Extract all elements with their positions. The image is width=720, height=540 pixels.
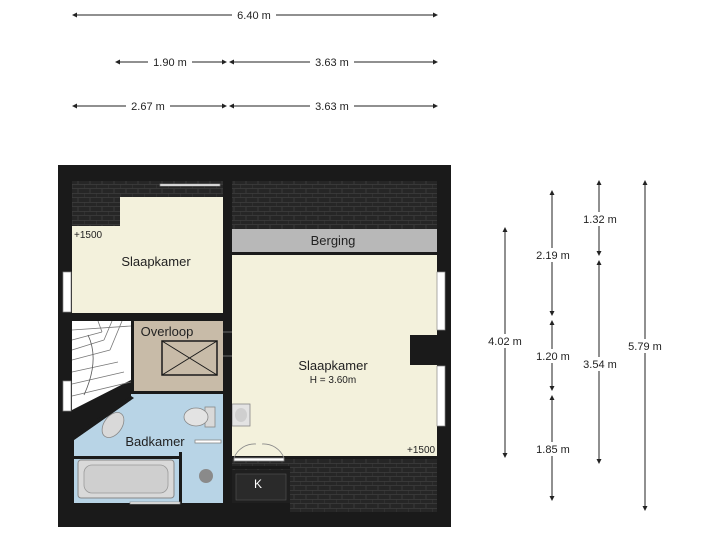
room-slaapkamer-main: [232, 255, 437, 458]
windows: [62, 183, 446, 505]
shower-drain-icon: [199, 469, 213, 483]
dim-top-row2-right: 3.63 m: [315, 57, 349, 69]
hatch-icon: [161, 340, 218, 376]
dim-top-row2-left: 1.90 m: [153, 57, 187, 69]
dim-side-b-top: 2.19 m: [536, 250, 570, 262]
toilet-icon: [183, 406, 216, 428]
label-closet: K: [254, 477, 262, 491]
room-slaapkamer-left: [72, 197, 223, 313]
roof-area-top-left: [72, 181, 120, 226]
dim-side-a: 4.02 m: [488, 336, 522, 348]
dim-side-c-top: 1.32 m: [583, 214, 617, 226]
interior-walls: [72, 181, 437, 512]
label-overloop: Overloop: [141, 324, 194, 339]
top-dimensions: [72, 12, 438, 109]
dim-top-total: 6.40 m: [237, 10, 271, 22]
label-berging: Berging: [311, 233, 356, 248]
stairs: [71, 320, 132, 410]
label-badkamer: Badkamer: [125, 434, 185, 449]
dim-top-row3-right: 3.63 m: [315, 101, 349, 113]
level-marker-left: +1500: [74, 230, 103, 241]
label-height: H = 3.60m: [310, 375, 356, 386]
dim-side-c-bottom: 3.54 m: [583, 359, 617, 371]
bathroom-sink-icon: [101, 412, 125, 438]
bedroom-sink-icon: [231, 403, 251, 427]
roof-area-top-right: [232, 181, 437, 229]
label-slaapkamer-main: Slaapkamer: [298, 358, 368, 373]
dim-side-b-mid: 1.20 m: [536, 351, 570, 363]
room-badkamer: [74, 393, 223, 458]
dim-side-b-bottom: 1.85 m: [536, 444, 570, 456]
roof-area-bottom-right: [290, 470, 437, 512]
dim-side-d: 5.79 m: [628, 341, 662, 353]
room-berging: [232, 229, 437, 253]
roof-area-top-left-strip: [120, 181, 223, 197]
level-marker-right: +1500: [407, 445, 436, 456]
doors: [194, 331, 285, 462]
dim-top-row3-left: 2.67 m: [131, 101, 165, 113]
label-slaapkamer-left: Slaapkamer: [121, 254, 191, 269]
